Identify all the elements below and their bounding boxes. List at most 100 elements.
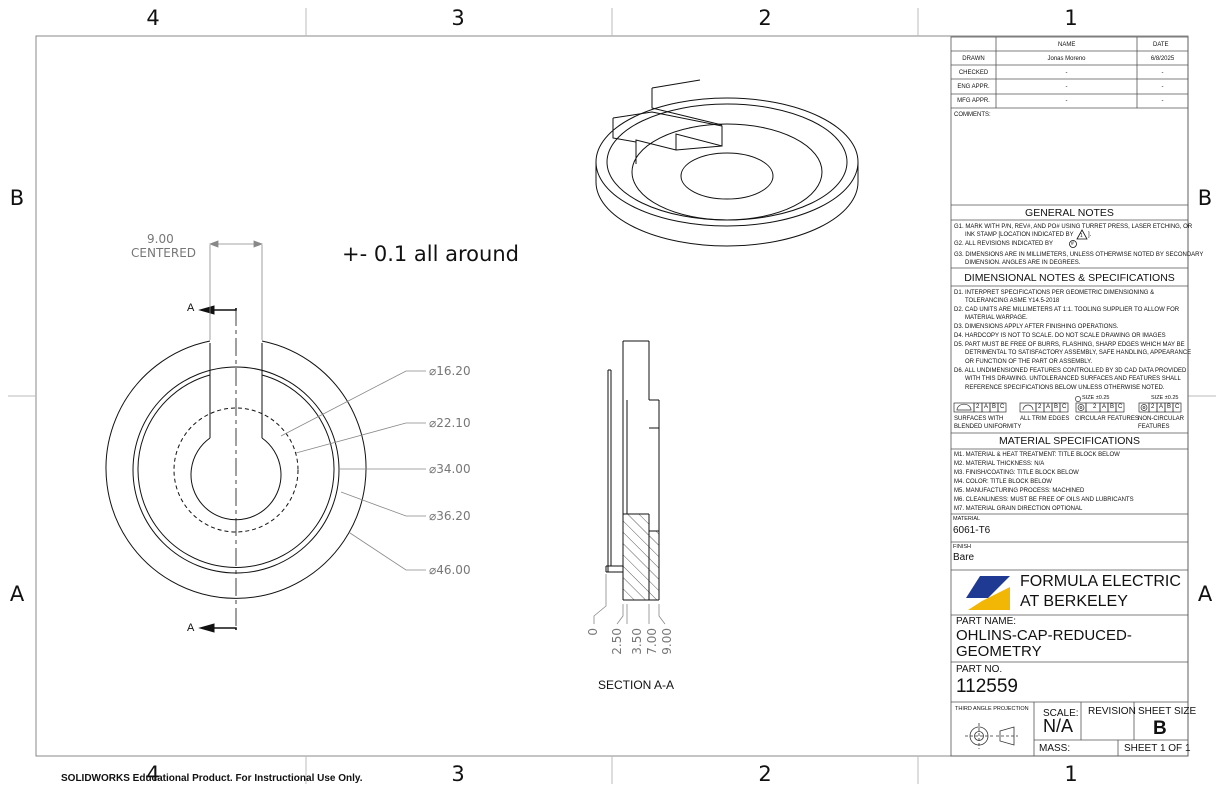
scale-label: SCALE: [1043, 708, 1079, 719]
zone-row-a-right: A [1197, 582, 1213, 606]
approval-role: ENG APPR. [957, 84, 990, 90]
front-view [105, 305, 367, 633]
diameter-label: ⌀36.20 [429, 509, 471, 523]
approval-name: - [1065, 84, 1068, 90]
diameter-leaders [280, 370, 426, 571]
ordinate-label: 9.00 [660, 628, 674, 655]
flag-suffix: ]. [1088, 232, 1092, 238]
general-note: G2. ALL REVISIONS INDICATED BY [954, 241, 1054, 247]
zone-row-b-left: B [9, 186, 25, 210]
fcf-caption: BLENDED UNIFORMITY [954, 424, 1022, 430]
zone-row-b-right: B [1197, 186, 1213, 210]
part-name-label: PART NAME: [956, 616, 1017, 627]
sheet-size-value: B [1153, 718, 1167, 739]
diameter-label: ⌀16.20 [429, 364, 471, 378]
fcf-datum: A [984, 404, 989, 410]
flag-revision: # [1071, 241, 1074, 247]
fcf-tolerance: 2 [1151, 404, 1155, 410]
flag-number: 1 [1080, 233, 1083, 239]
org-logo [966, 576, 1010, 610]
fcf-datum: A [1102, 404, 1107, 410]
fcf-datum: A [1046, 404, 1051, 410]
zone-col-2-bottom: 2 [758, 762, 772, 786]
width-dimension [208, 240, 264, 340]
zone-col-3-top: 3 [451, 6, 465, 30]
material-spec: M3. FINISH/COATING: TITLE BLOCK BELOW [954, 470, 1079, 476]
tolerance-note: +- 0.1 all around [342, 242, 519, 266]
zone-col-3-bottom: 3 [451, 762, 465, 786]
width-note: CENTERED [131, 246, 197, 260]
fcf-caption: SURFACES WITH [954, 416, 1004, 422]
general-note: G1. MARK WITH P/N, REV#, AND PO# USING T… [954, 224, 1193, 230]
material-value: 6061-T6 [953, 525, 991, 536]
zone-col-4-top: 4 [146, 6, 160, 30]
dimensional-note: D6. ALL UNDIMENSIONED FEATURES CONTROLLE… [954, 368, 1187, 374]
comments-label: COMMENTS: [954, 112, 991, 118]
material-spec: M1. MATERIAL & HEAT TREATMENT: TITLE BLO… [954, 452, 1120, 458]
section-marker-bottom: A [187, 622, 195, 634]
diameter-label: ⌀22.10 [429, 416, 471, 430]
fcf-tolerance: 2 [976, 404, 980, 410]
part-name-line1: OHLINS-CAP-REDUCED- [956, 627, 1132, 644]
org-name-line2: AT BERKELEY [1020, 593, 1128, 610]
section-view-label: SECTION A-A [598, 678, 675, 692]
ordinate-label: 7.00 [645, 628, 659, 655]
zone-col-1-bottom: 1 [1064, 762, 1078, 786]
approval-name: - [1065, 70, 1068, 76]
projection-label: THIRD ANGLE PROJECTION [955, 706, 1029, 712]
material-spec: M2. MATERIAL THICKNESS: N/A [954, 461, 1045, 467]
zone-col-4-bottom: 4 [146, 762, 160, 786]
sheet-count: SHEET 1 OF 1 [1124, 743, 1191, 754]
material-spec: M6. CLEANLINESS: MUST BE FREE OF OILS AN… [954, 497, 1134, 503]
title-block-grid [950, 36, 1189, 757]
isometric-view [595, 79, 859, 247]
solidworks-watermark: SOLIDWORKS Educational Product. For Inst… [61, 773, 363, 784]
dimensional-note: D3. DIMENSIONS APPLY AFTER FINISHING OPE… [954, 324, 1119, 330]
mass-label: MASS: [1039, 743, 1071, 754]
approval-name: - [1065, 98, 1068, 104]
zone-col-1-top: 1 [1064, 6, 1078, 30]
approval-role: MFG APPR. [957, 98, 990, 104]
note-flags [1069, 229, 1088, 248]
approval-name: Jonas Moreno [1047, 56, 1086, 62]
approval-date: 6/8/2025 [1150, 56, 1175, 62]
projection-symbol [965, 723, 1018, 749]
finish-label: FINISH [953, 544, 972, 550]
fcf-caption: NON-CIRCULAR [1138, 416, 1185, 422]
ordinate-leaders [593, 574, 666, 625]
dimensional-note: REFERENCE SPECIFICATIONS BELOW UNLESS OT… [965, 385, 1165, 391]
dimensional-note: D5. PART MUST BE FREE OF BURRS, FLASHING… [954, 342, 1185, 348]
approval-role: DRAWN [962, 56, 985, 62]
fcf-size-note: SIZE ±0.25 [1151, 395, 1179, 401]
ordinate-label: 3.50 [630, 628, 644, 655]
dimensional-notes-title: DIMENSIONAL NOTES & SPECIFICATIONS [964, 272, 1175, 284]
fcf-datum: B [992, 404, 997, 410]
zone-row-a-left: A [9, 582, 25, 606]
fcf-caption: CIRCULAR FEATURES [1075, 416, 1139, 422]
org-name-line1: FORMULA ELECTRIC [1020, 573, 1181, 590]
fcf-row [953, 396, 1182, 413]
section-view [605, 340, 660, 601]
approval-date: - [1161, 70, 1164, 76]
diameter-label: ⌀34.00 [429, 462, 471, 476]
scale-value: N/A [1043, 716, 1074, 736]
part-no-label: PART NO. [956, 664, 1003, 675]
approvals-col-date: DATE [1153, 42, 1169, 48]
dimensional-note: D1. INTERPRET SPECIFICATIONS PER GEOMETR… [954, 290, 1155, 296]
material-spec: M7. MATERIAL GRAIN DIRECTION OPTIONAL [954, 506, 1083, 512]
approval-date: - [1161, 98, 1164, 104]
dimensional-note: DETRIMENTAL TO SATISFACTORY ASSEMBLY, SA… [965, 350, 1192, 356]
general-notes-title: GENERAL NOTES [1025, 207, 1114, 219]
fcf-datum: C [1062, 404, 1067, 410]
revision-label: REVISION [1088, 706, 1136, 717]
width-value: 9.00 [147, 232, 174, 246]
general-note: INK STAMP [LOCATION INDICATED BY [965, 232, 1074, 238]
diameter-label: ⌀46.00 [429, 563, 471, 577]
fcf-datum: B [1110, 404, 1115, 410]
fcf-tolerance: 2 [1093, 404, 1097, 410]
fcf-caption: FEATURES [1138, 424, 1170, 430]
fcf-datum: C [1175, 404, 1180, 410]
finish-value: Bare [953, 552, 975, 563]
sheet-size-label: SHEET SIZE [1138, 706, 1197, 717]
